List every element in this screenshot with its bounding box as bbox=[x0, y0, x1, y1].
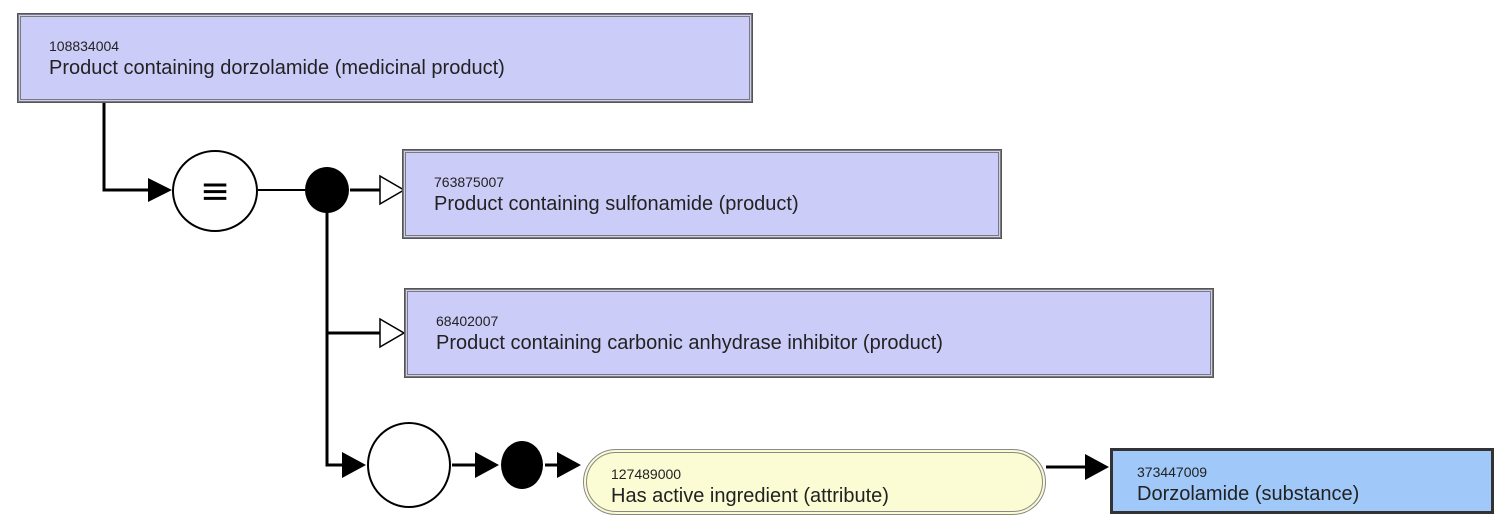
attribute-label: Has active ingredient (attribute) bbox=[611, 485, 889, 507]
arrowhead-open bbox=[379, 174, 406, 206]
concept-label: Product containing dorzolamide (medicina… bbox=[49, 57, 505, 79]
concept-id: 108834004 bbox=[49, 38, 120, 54]
attribute-conjunction-dot bbox=[501, 441, 543, 489]
conjunction-dot bbox=[305, 167, 349, 213]
definition-status-circle bbox=[172, 150, 258, 232]
value-concept-dorzolamide[interactable]: 373447009 Dorzolamide (substance) bbox=[1110, 448, 1494, 514]
equivalence-icon: ≡ bbox=[200, 171, 230, 212]
concept-id: 68402007 bbox=[436, 313, 499, 329]
parent-concept-carbonic-anhydrase-inhibitor[interactable]: 68402007 Product containing carbonic anh… bbox=[404, 288, 1214, 378]
role-group-circle bbox=[367, 422, 451, 508]
connector-focus-to-definition bbox=[102, 102, 150, 192]
focus-concept[interactable]: 108834004 Product containing dorzolamide… bbox=[17, 13, 753, 103]
arrowhead-open bbox=[379, 317, 406, 349]
attribute-has-active-ingredient[interactable]: 127489000 Has active ingredient (attribu… bbox=[583, 449, 1046, 515]
attribute-id: 127489000 bbox=[611, 466, 682, 482]
concept-label: Product containing sulfonamide (product) bbox=[434, 193, 799, 215]
parent-concept-sulfonamide[interactable]: 763875007 Product containing sulfonamide… bbox=[402, 149, 1002, 239]
arrowhead-filled bbox=[148, 178, 172, 202]
value-label: Dorzolamide (substance) bbox=[1137, 483, 1360, 505]
arrowhead-filled bbox=[1085, 454, 1109, 480]
concept-id: 763875007 bbox=[434, 174, 505, 190]
connector-group-vertical bbox=[325, 212, 345, 467]
arrowhead-filled bbox=[342, 452, 366, 478]
concept-label: Product containing carbonic anhydrase in… bbox=[436, 332, 943, 354]
arrowhead-filled bbox=[557, 452, 581, 478]
arrowhead-filled bbox=[475, 452, 499, 478]
value-id: 373447009 bbox=[1137, 464, 1208, 480]
